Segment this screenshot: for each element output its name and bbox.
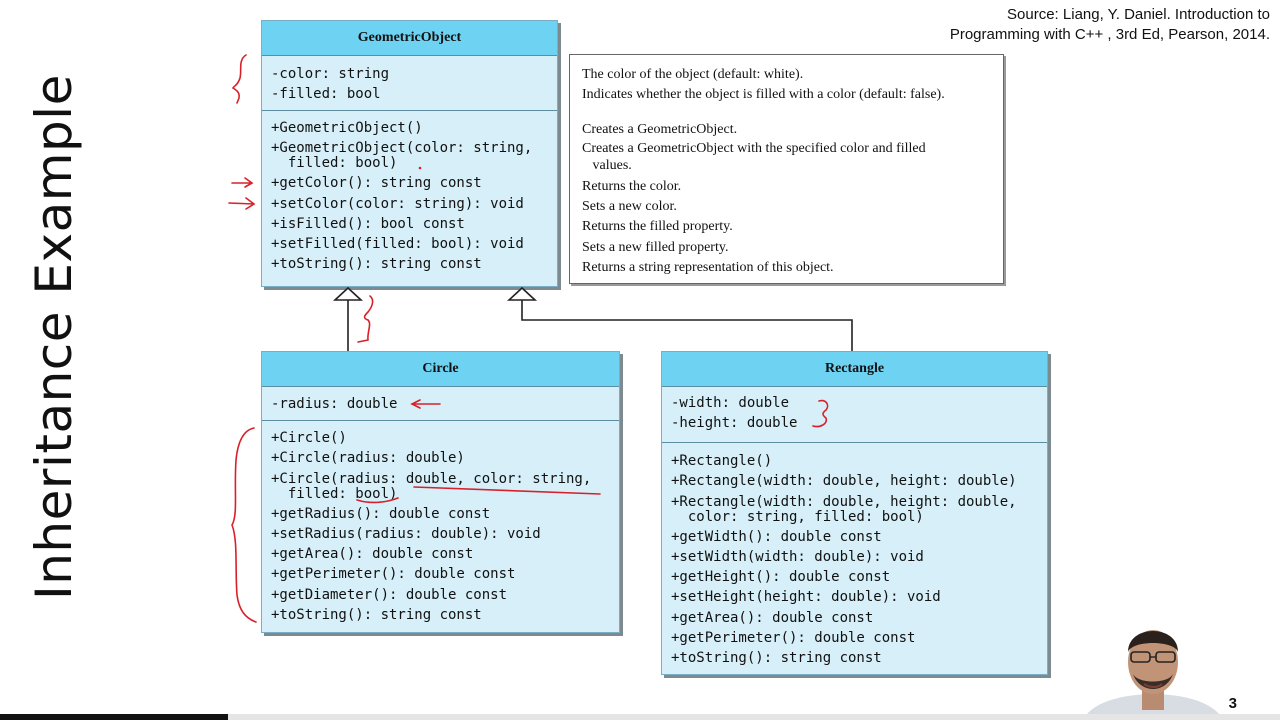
method: +GeometricObject() — [271, 120, 423, 136]
source-line-2: Programming with C++ , 3rd Ed, Pearson, … — [949, 26, 1270, 43]
underline-annotation — [413, 486, 601, 495]
geometricobject-class: GeometricObject -color: string -filled: … — [261, 20, 558, 287]
arrow-annotation — [410, 399, 441, 409]
rectangle-class: Rectangle -width: double -height: double… — [661, 351, 1048, 675]
footer-track — [228, 714, 1280, 720]
rectangle-inheritance-arrowhead — [506, 286, 538, 301]
method: +Circle(radius: double) — [271, 450, 465, 467]
footer-progress-bar — [0, 714, 228, 720]
method: +Rectangle(width: double, height: double… — [671, 493, 1017, 510]
source-line-1: Source: Liang, Y. Daniel. Introduction t… — [1007, 6, 1270, 23]
presenter-video — [1070, 612, 1220, 720]
method: +getPerimeter(): double const — [671, 630, 916, 647]
description: The color of the object (default: white)… — [582, 67, 804, 82]
handwritten-annotations — [228, 54, 829, 623]
dot-annotation — [418, 166, 422, 170]
method: +getDiameter(): double const — [271, 586, 508, 603]
method: +getRadius(): double const — [271, 505, 491, 522]
attribute: -filled: bool — [271, 86, 381, 103]
attribute: -height: double — [671, 415, 798, 432]
source-citation: Source: Liang, Y. Daniel. Introduction t… — [950, 5, 1270, 45]
attribute: -radius: double — [271, 396, 398, 412]
method: +Rectangle(width: double, height: double… — [671, 473, 1017, 490]
method-continuation: color: string, filled: bool) — [671, 508, 924, 525]
method: +getPerimeter(): double const — [271, 566, 516, 583]
method: +setRadius(radius: double): void — [271, 525, 541, 542]
methods-section: +Rectangle() +Rectangle(width: double, h… — [662, 443, 1047, 669]
method: +getWidth(): double const — [671, 528, 882, 545]
description: Returns a string representation of this … — [582, 260, 834, 276]
description: Returns the filled property. — [582, 219, 733, 235]
method: +setHeight(height: double): void — [671, 589, 941, 606]
presenter-icon — [1083, 630, 1220, 720]
method: +setColor(color: string): void — [271, 195, 524, 212]
methods-section: +Circle() +Circle(radius: double) +Circl… — [262, 421, 619, 625]
methods-section: +GeometricObject() +GeometricObject(colo… — [262, 111, 557, 275]
inheritance-arrows — [332, 286, 853, 351]
attributes-section: -radius: double — [262, 387, 619, 421]
description: Creates a GeometricObject with the speci… — [582, 140, 926, 173]
description-box: The color of the object (default: white)… — [569, 54, 1004, 284]
description: Sets a new filled property. — [582, 239, 729, 255]
description: Sets a new color. — [582, 199, 677, 215]
method: +Circle(radius: double, color: string, — [271, 470, 592, 487]
method: +getColor(): string const — [271, 175, 482, 192]
description: Indicates whether the object is filled w… — [582, 87, 945, 103]
description: Creates a GeometricObject. — [582, 121, 738, 137]
class-name: GeometricObject — [262, 21, 557, 56]
method: +getArea(): double const — [671, 609, 874, 626]
method: +isFilled(): bool const — [271, 215, 465, 232]
method: +setFilled(filled: bool): void — [271, 236, 524, 253]
method: +getHeight(): double const — [671, 569, 891, 586]
description: Returns the color. — [582, 178, 682, 194]
method: +setWidth(width: double): void — [671, 548, 924, 565]
method: +Circle() — [271, 430, 347, 446]
attributes-section: -width: double -height: double — [662, 387, 1047, 443]
brace-annotation — [231, 427, 257, 623]
attribute: -color: string — [271, 66, 390, 82]
class-name: Circle — [262, 352, 619, 387]
circle-inheritance-arrowhead — [332, 286, 364, 301]
method: +toString(): string const — [671, 650, 882, 667]
method-continuation: filled: bool) — [271, 485, 398, 502]
rectangle-inheritance-line — [521, 300, 853, 351]
brace-annotation — [812, 399, 829, 428]
attribute: -width: double — [671, 395, 790, 411]
method-continuation: filled: bool) — [271, 155, 398, 172]
brace-annotation — [357, 295, 374, 343]
attributes-section: -color: string -filled: bool — [262, 56, 557, 111]
method: +getArea(): double const — [271, 546, 474, 563]
method: +Rectangle() — [671, 453, 773, 469]
class-name: Rectangle — [662, 352, 1047, 387]
method: +toString(): string const — [271, 607, 482, 624]
arrow-annotation — [228, 197, 256, 210]
brace-annotation — [231, 54, 247, 104]
underline-annotation — [356, 497, 399, 504]
arrow-annotation — [231, 177, 254, 188]
page-number: 3 — [1228, 695, 1237, 712]
method: +GeometricObject(color: string, — [271, 140, 533, 157]
method: +toString(): string const — [271, 256, 482, 273]
